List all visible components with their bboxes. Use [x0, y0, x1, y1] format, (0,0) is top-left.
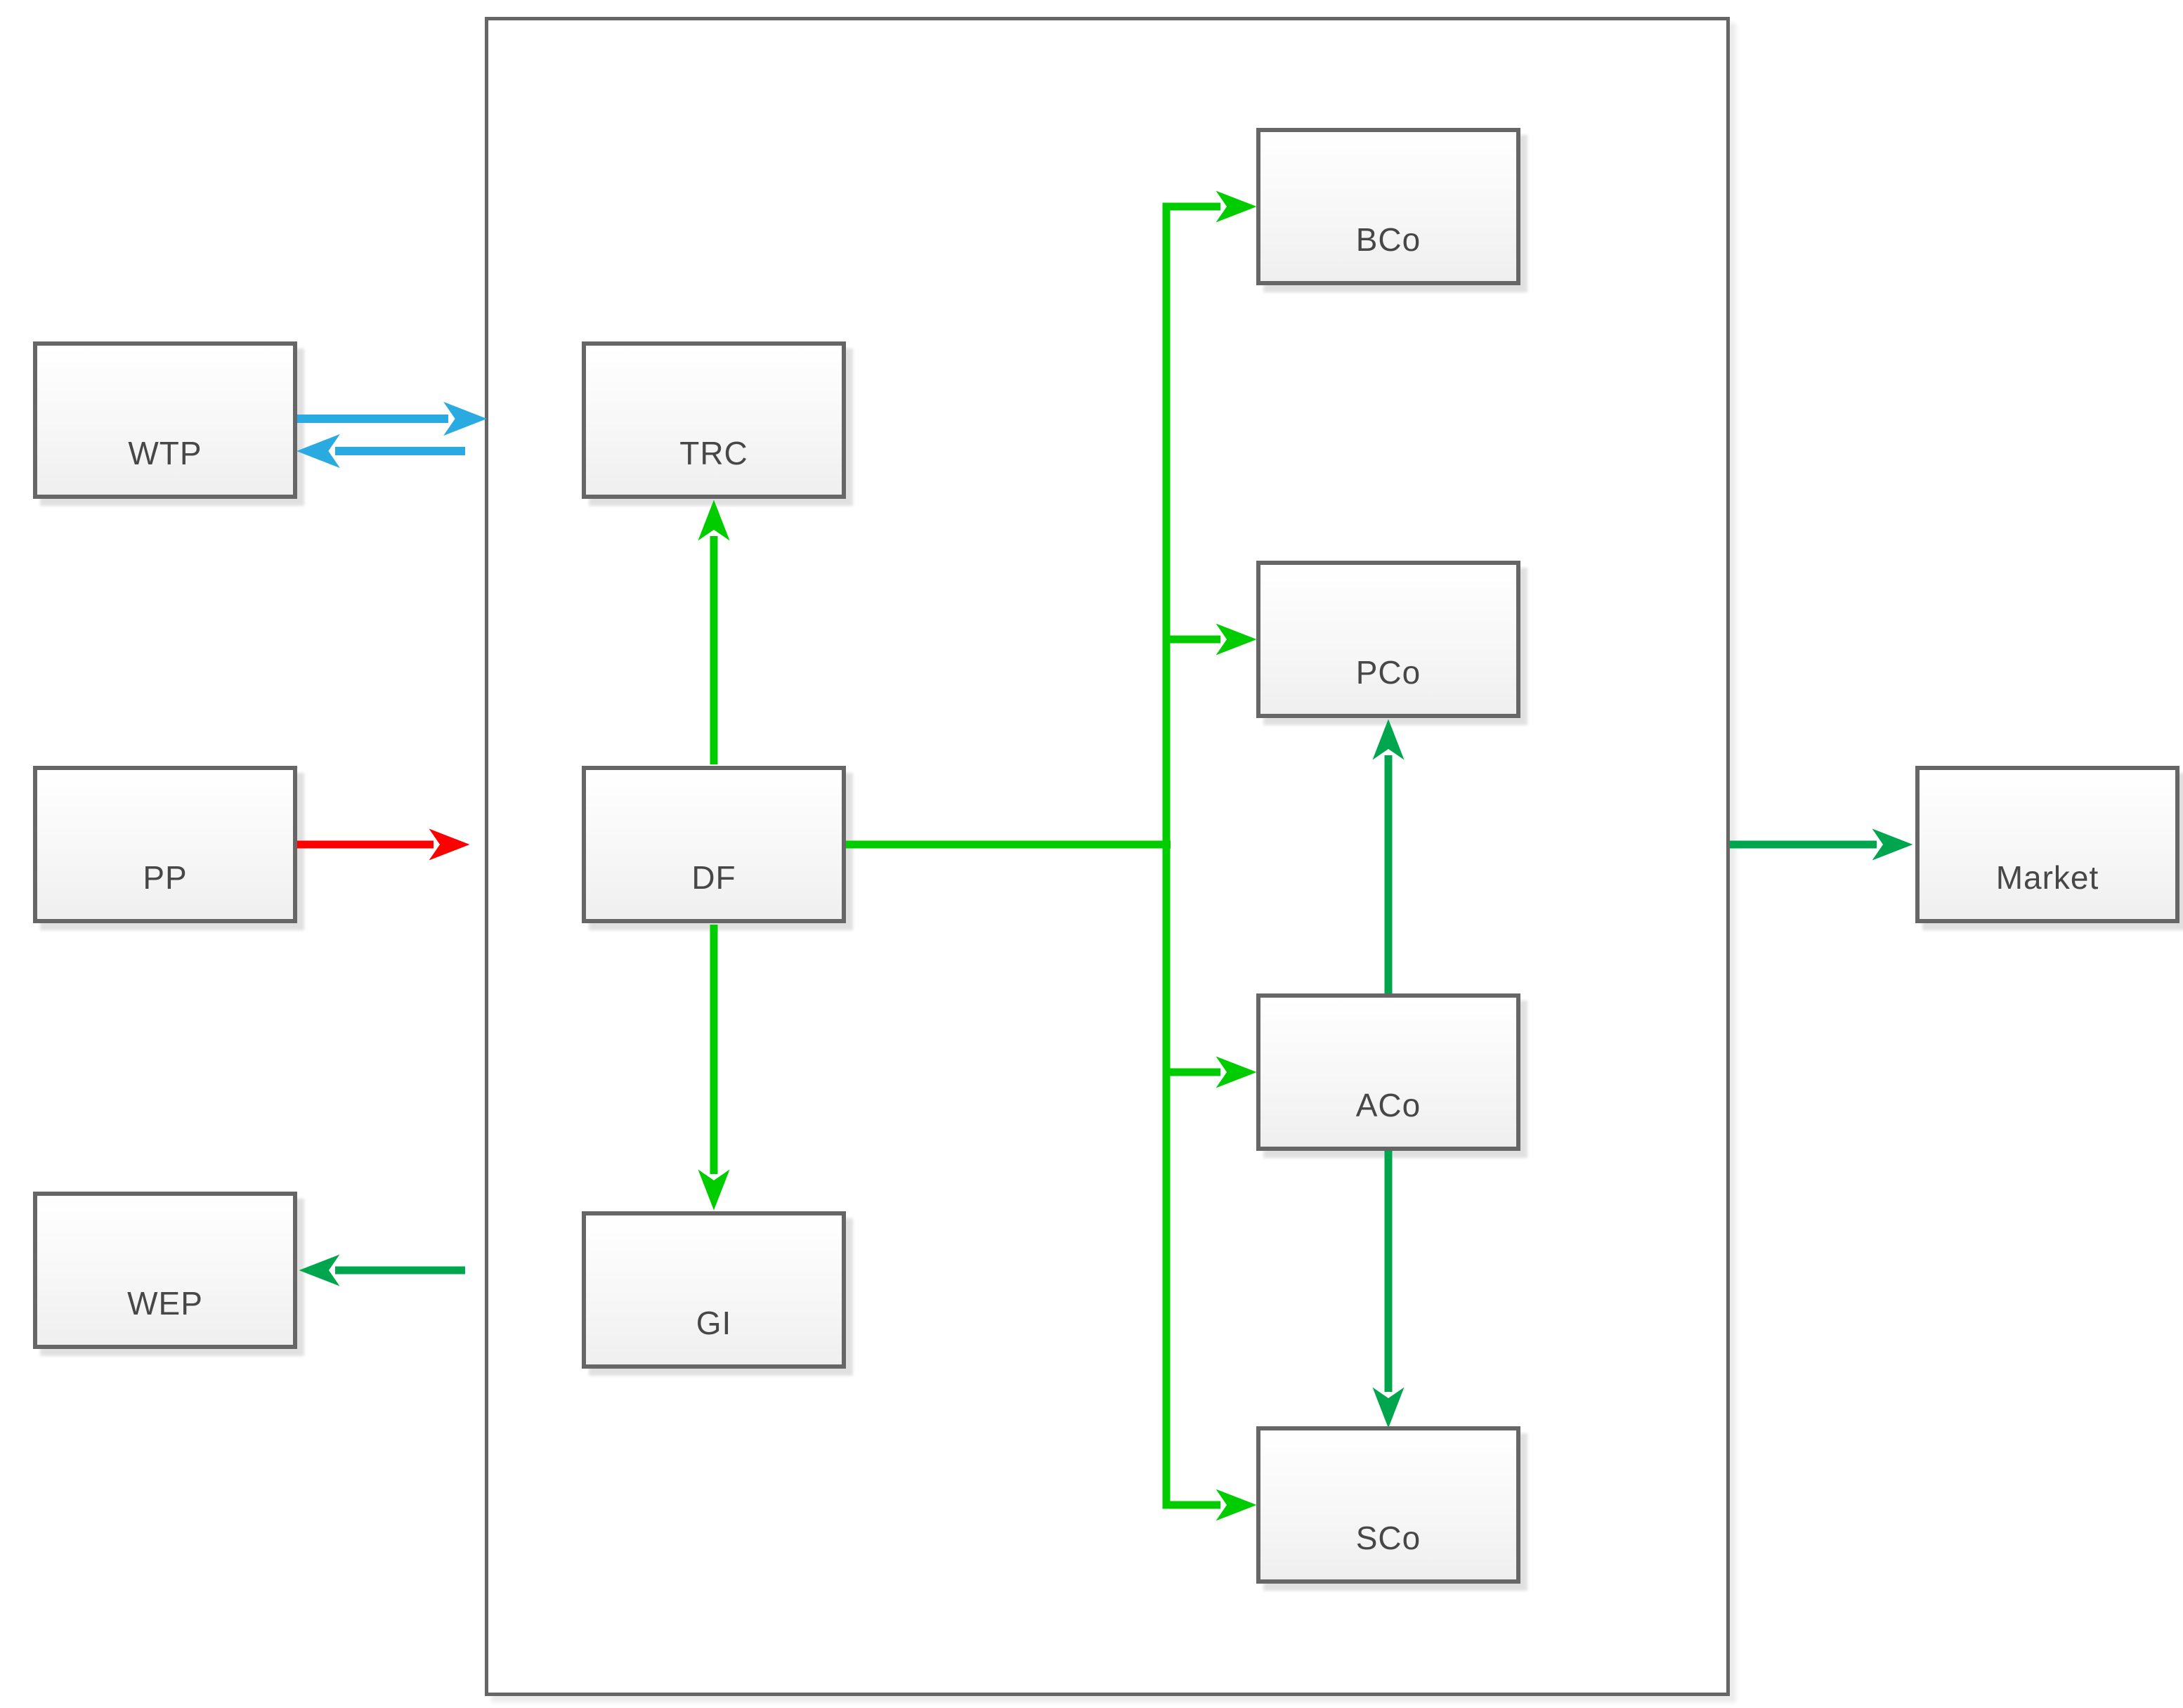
node-pp-label: PP	[143, 859, 188, 896]
node-pco-label: PCo	[1355, 654, 1421, 691]
node-trc: TRC	[582, 341, 846, 499]
node-wep: WEP	[33, 1192, 297, 1349]
node-aco-label: ACo	[1355, 1087, 1421, 1123]
node-pco: PCo	[1256, 561, 1520, 718]
node-gi: GI	[582, 1211, 846, 1369]
node-pp: PP	[33, 766, 297, 923]
node-sco: SCo	[1256, 1426, 1520, 1584]
node-bco-label: BCo	[1355, 221, 1421, 258]
node-gi-label: GI	[696, 1305, 732, 1341]
node-trc-label: TRC	[679, 435, 748, 471]
node-wtp: WTP	[33, 341, 297, 499]
node-sco-label: SCo	[1355, 1520, 1421, 1556]
node-market: Market	[1915, 766, 2179, 923]
node-aco: ACo	[1256, 993, 1520, 1151]
node-market-label: Market	[1995, 859, 2099, 896]
node-bco: BCo	[1256, 128, 1520, 285]
node-df: DF	[582, 766, 846, 923]
node-df-label: DF	[691, 859, 736, 896]
node-wep-label: WEP	[127, 1285, 203, 1322]
node-wtp-label: WTP	[128, 435, 202, 471]
